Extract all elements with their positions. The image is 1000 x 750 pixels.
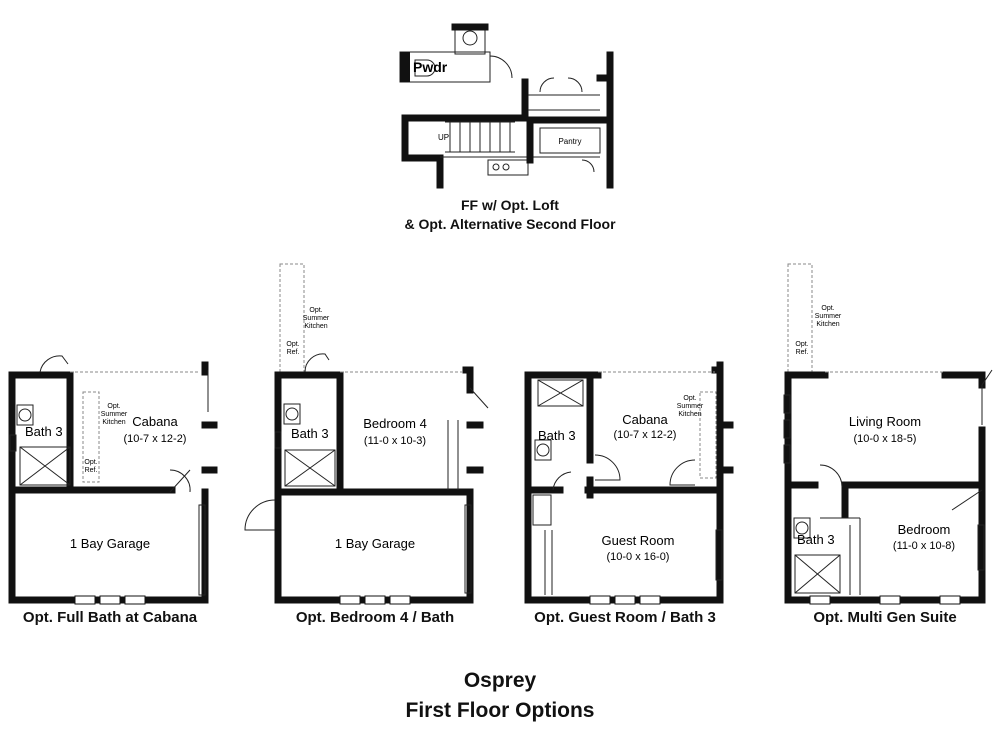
plan-guest-room-bath: Bath 3 Cabana (10-7 x 12-2) Opt. Summer …	[524, 361, 734, 605]
cabana-label: Cabana	[622, 412, 668, 427]
living-room-label: Living Room	[849, 414, 921, 429]
svg-text:Kitchen: Kitchen	[678, 411, 701, 418]
sink-icon	[462, 30, 478, 46]
living-room-dim: (10-0 x 18-5)	[854, 433, 917, 445]
bath-label: Bath 3	[25, 424, 63, 439]
svg-text:Opt.: Opt.	[795, 341, 808, 348]
svg-text:Summer: Summer	[303, 315, 330, 322]
svg-text:Ref.: Ref.	[85, 467, 98, 474]
plan-bedroom-4-bath: Opt. Summer Kitchen Opt. Ref. Bath 3 Bed…	[244, 263, 489, 605]
top-plan-caption-line1: FF w/ Opt. Loft	[461, 197, 559, 213]
bath-label: Bath 3	[291, 426, 329, 441]
svg-text:Opt.: Opt.	[286, 341, 299, 348]
bedroom-label: Bedroom	[898, 522, 951, 537]
svg-text:Opt.: Opt.	[107, 403, 120, 410]
garage-label: 1 Bay Garage	[335, 536, 415, 551]
page-title: Osprey	[463, 669, 537, 692]
top-plan-caption-line2: & Opt. Alternative Second Floor	[404, 216, 616, 232]
pwdr-label: Pwdr	[413, 59, 448, 75]
plan-full-bath-cabana: Bath 3 Cabana (10-7 x 12-2) Opt. Summer …	[8, 355, 218, 605]
svg-text:Summer: Summer	[815, 313, 842, 320]
guest-room-dim: (10-0 x 16-0)	[607, 551, 670, 563]
plan4-caption: Opt. Multi Gen Suite	[813, 609, 957, 626]
svg-text:Opt.: Opt.	[683, 395, 696, 402]
svg-text:Opt.: Opt.	[821, 305, 834, 312]
svg-text:Kitchen: Kitchen	[102, 419, 125, 426]
toilet-icon	[414, 59, 436, 77]
plan-multi-gen-suite: Opt. Summer Kitchen Opt. Ref. Living Roo…	[783, 263, 993, 605]
svg-text:Kitchen: Kitchen	[304, 323, 327, 330]
bedroom4-label: Bedroom 4	[363, 416, 427, 431]
page-subtitle: First Floor Options	[405, 699, 595, 722]
up-label: UP	[438, 133, 449, 142]
svg-text:Opt.: Opt.	[84, 459, 97, 466]
bedroom-dim: (11-0 x 10-8)	[893, 540, 955, 552]
svg-text:Summer: Summer	[101, 411, 128, 418]
pantry-label: Pantry	[558, 137, 581, 146]
bedroom4-dim: (11-0 x 10-3)	[364, 435, 426, 447]
bath-label: Bath 3	[797, 532, 835, 547]
top-plan: Pwdr UP Pantry	[399, 23, 614, 189]
svg-text:Ref.: Ref.	[287, 349, 300, 356]
cabana-dim: (10-7 x 12-2)	[614, 429, 677, 441]
svg-text:Kitchen: Kitchen	[816, 321, 839, 328]
plan1-caption: Opt. Full Bath at Cabana	[22, 609, 198, 626]
svg-text:Summer: Summer	[677, 403, 704, 410]
guest-room-label: Guest Room	[602, 533, 675, 548]
cabana-label: Cabana	[132, 414, 178, 429]
svg-text:Opt.: Opt.	[309, 307, 322, 314]
bath-label: Bath 3	[538, 428, 576, 443]
plan2-caption: Opt. Bedroom 4 / Bath	[295, 609, 455, 626]
plan3-caption: Opt. Guest Room / Bath 3	[534, 609, 716, 626]
svg-text:Ref.: Ref.	[796, 349, 809, 356]
cabana-dim: (10-7 x 12-2)	[124, 433, 187, 445]
garage-label: 1 Bay Garage	[70, 536, 150, 551]
